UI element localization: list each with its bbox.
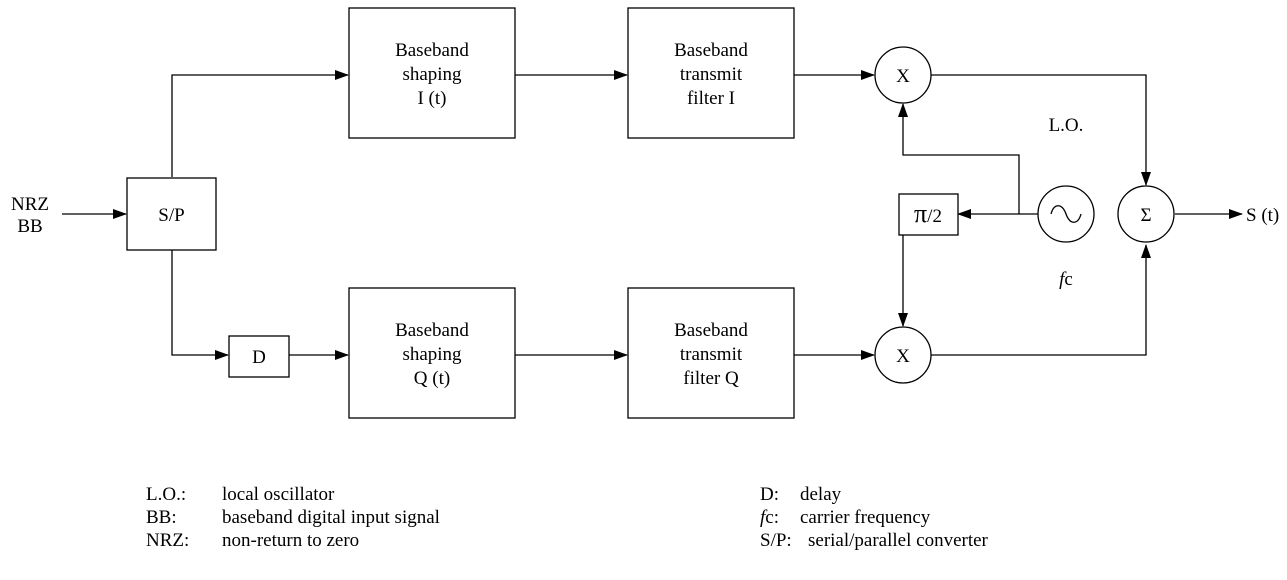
legend-key-fc: fc: (760, 507, 779, 528)
filter-q-line1: Baseband (674, 320, 748, 341)
legend-desc-sp: serial/parallel converter (808, 530, 989, 551)
lo-to-mixer-i-wire (898, 103, 1020, 214)
phase-shift-label: π/2 (914, 199, 942, 228)
transmit-filter-i-block: Baseband transmit filter I (627, 7, 795, 139)
local-oscillator (1037, 185, 1095, 243)
legend-desc-bb: baseband digital input signal (222, 507, 440, 528)
transmit-filter-q-block: Baseband transmit filter Q (627, 287, 795, 419)
filter-i-line2: transmit (680, 64, 743, 85)
lo-label: L.O. (1049, 115, 1084, 136)
mixer-i-label: X (896, 66, 910, 87)
legend-key-sp: S/P: (760, 530, 792, 551)
mixer-i: X (874, 46, 932, 104)
baseband-shaping-q-block: Baseband shaping Q (t) (348, 287, 516, 419)
carrier-frequency-label: fc (1059, 269, 1073, 290)
legend-key-bb: BB: (146, 507, 177, 528)
serial-parallel-block: S/P (126, 177, 217, 251)
sp-label: S/P (158, 205, 184, 226)
shaping-q-line3: Q (t) (414, 368, 450, 389)
filter-i-line3: filter I (687, 88, 735, 109)
mixer-q-label: X (896, 346, 910, 367)
legend-key-lo: L.O.: (146, 484, 186, 505)
shaping-q-line2: shaping (402, 344, 462, 365)
legend-key-d: D: (760, 484, 779, 505)
shaping-i-line2: shaping (402, 64, 462, 85)
signal-wires (62, 70, 1243, 360)
mixer-i-to-summer-wire (931, 74, 1151, 186)
mixer-q: X (874, 326, 932, 384)
mixer-q-to-summer-wire (931, 244, 1151, 356)
legend-key-nrz: NRZ: (146, 530, 189, 551)
filter-i-line1: Baseband (674, 40, 748, 61)
filter-q-line2: transmit (680, 344, 743, 365)
legend-left: L.O.: local oscillator BB: baseband digi… (146, 484, 440, 551)
phase-shift-block: π/2 (898, 193, 959, 236)
sp-to-shaping-i-wire (171, 70, 349, 177)
sine-wave-icon (1050, 205, 1082, 223)
input-label-bb: BB (17, 216, 42, 237)
summer: Σ (1117, 185, 1175, 243)
legend-desc-lo: local oscillator (222, 484, 335, 505)
legend-desc-d: delay (800, 484, 842, 505)
delay-block: D (228, 335, 290, 378)
shaping-i-line1: Baseband (395, 40, 469, 61)
legend-desc-fc: carrier frequency (800, 507, 931, 528)
sp-to-delay-wire (171, 250, 229, 360)
filter-q-line3: filter Q (683, 368, 739, 389)
legend-desc-nrz: non-return to zero (222, 530, 359, 551)
summer-label: Σ (1140, 205, 1151, 226)
baseband-shaping-i-block: Baseband shaping I (t) (348, 7, 516, 139)
output-label: S (t) (1246, 205, 1279, 226)
input-label-nrz: NRZ (11, 194, 49, 215)
legend-right: D: delay fc: carrier frequency S/P: seri… (760, 484, 989, 551)
shaping-i-line3: I (t) (417, 88, 446, 109)
delay-label: D (252, 347, 266, 368)
shaping-q-line1: Baseband (395, 320, 469, 341)
